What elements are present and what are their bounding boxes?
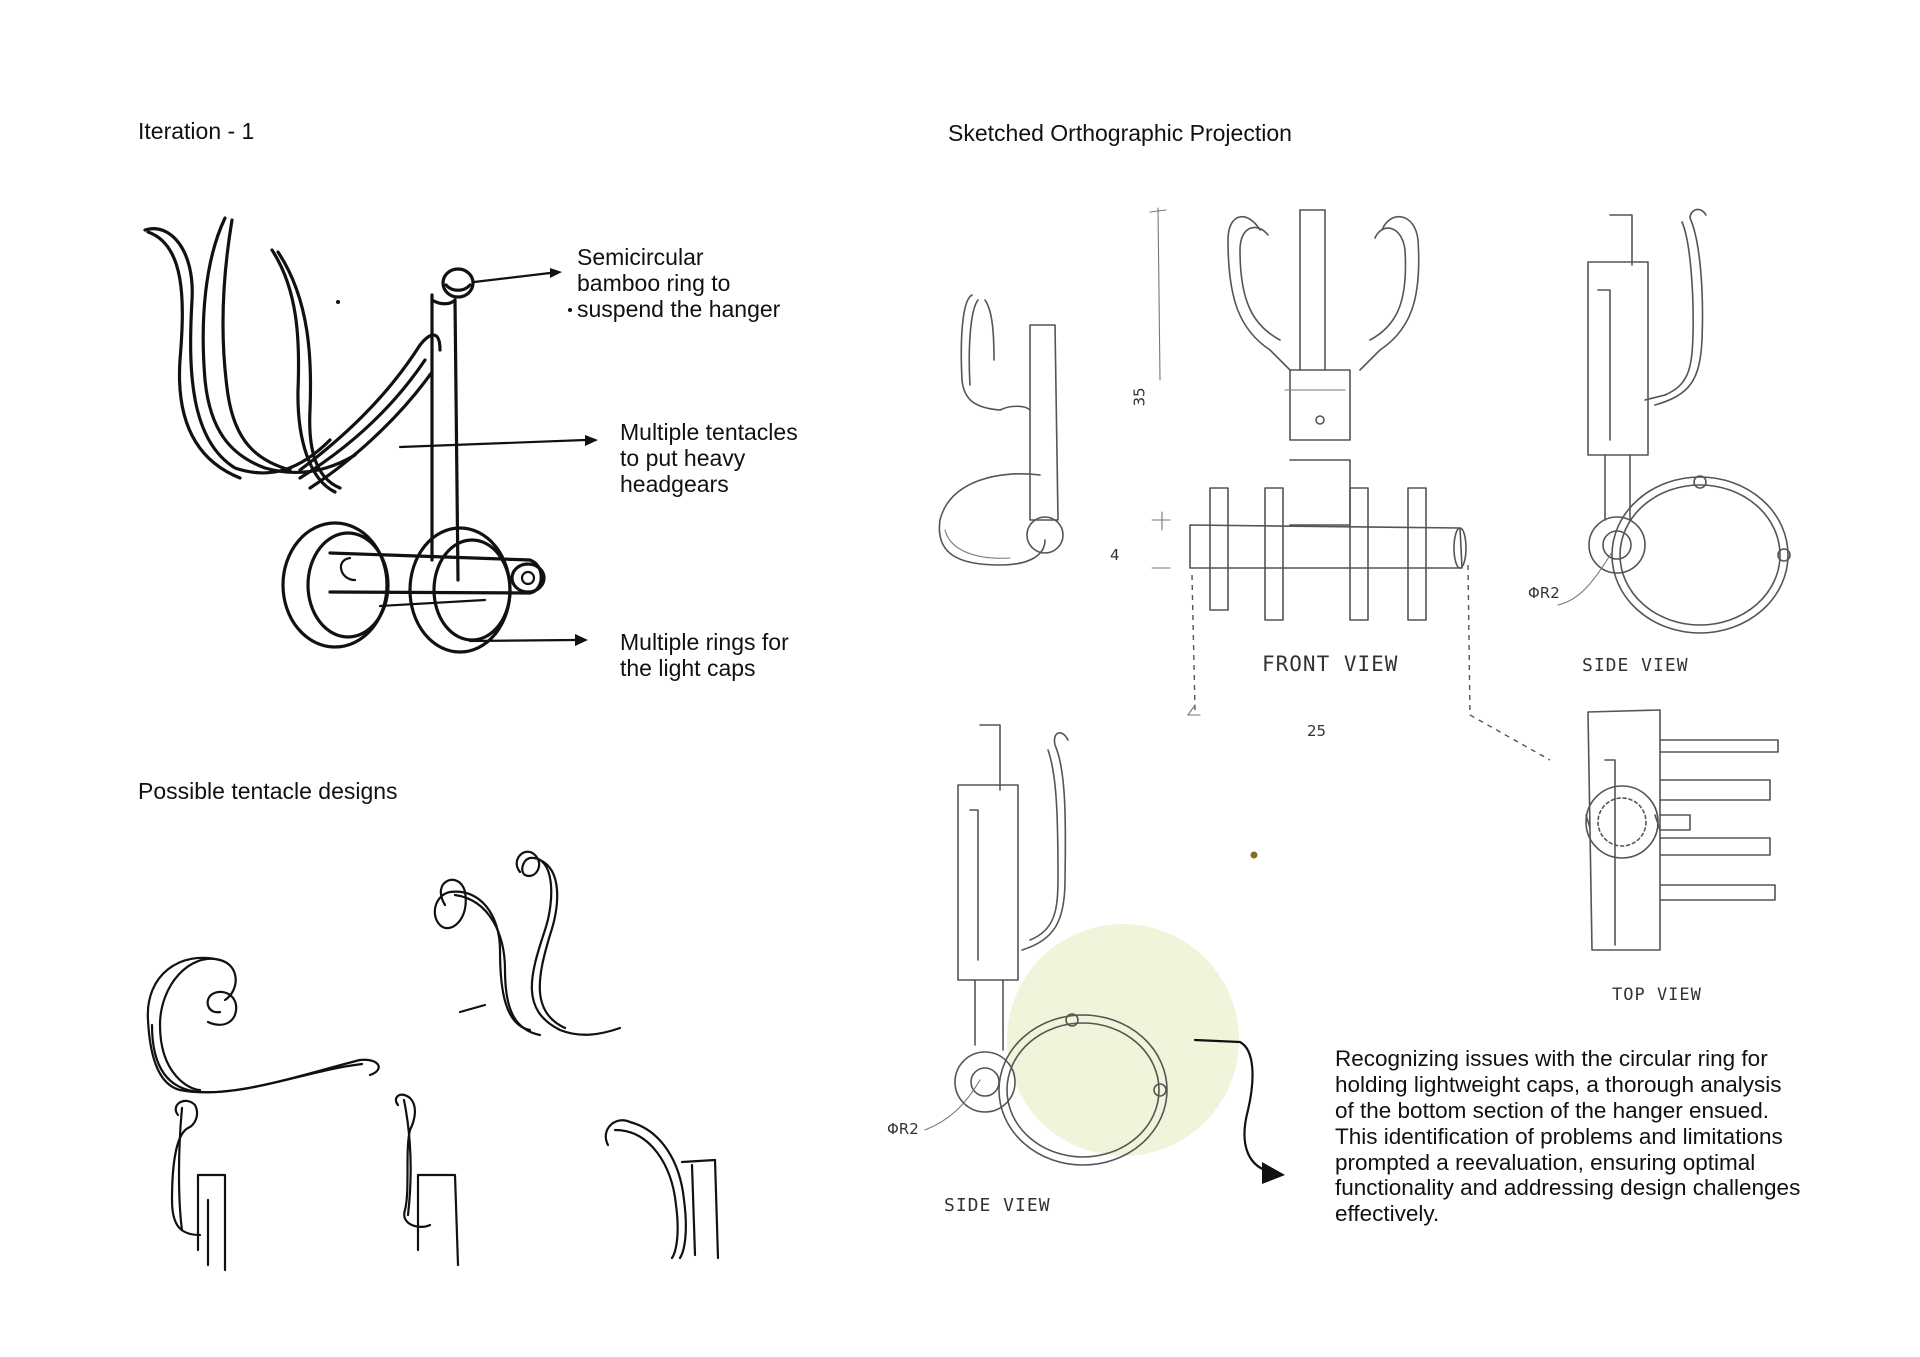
orthographic-front-view: [1149, 207, 1551, 761]
orthographic-side-view-2: [924, 724, 1285, 1184]
iteration-1-sketch: [143, 216, 598, 654]
highlight-circle: [1007, 924, 1239, 1156]
orthographic-top-view: [1585, 709, 1779, 951]
dimension-width: 25: [1307, 722, 1327, 740]
orthographic-side-view-1: [1557, 208, 1791, 634]
annotation-bamboo-ring: Semicircular bamboo ring to suspend the …: [577, 244, 781, 322]
summary-paragraph: Recognizing issues with the circular rin…: [1335, 1046, 1801, 1227]
iteration-heading: Iteration - 1: [138, 118, 255, 144]
orthographic-small-view: [938, 294, 1064, 566]
annotation-tentacles: Multiple tentacles to put heavy headgear…: [620, 419, 798, 497]
front-view-label: FRONT VIEW: [1262, 652, 1399, 676]
dimension-radius-1: ΦR2: [1528, 584, 1560, 602]
side-view-label-2: SIDE VIEW: [944, 1195, 1051, 1216]
orthographic-heading: Sketched Orthographic Projection: [948, 120, 1292, 146]
top-view-label: TOP VIEW: [1612, 985, 1702, 1005]
tentacle-designs-sketch: [146, 850, 720, 1272]
dimension-bar: 4: [1110, 546, 1120, 564]
dimension-height: 35: [1130, 387, 1149, 407]
ink-dot: [1250, 851, 1258, 859]
tentacle-designs-heading: Possible tentacle designs: [138, 778, 398, 804]
side-view-label-1: SIDE VIEW: [1582, 655, 1689, 676]
annotation-rings: Multiple rings for the light caps: [620, 629, 789, 681]
dimension-radius-2: ΦR2: [887, 1120, 919, 1138]
